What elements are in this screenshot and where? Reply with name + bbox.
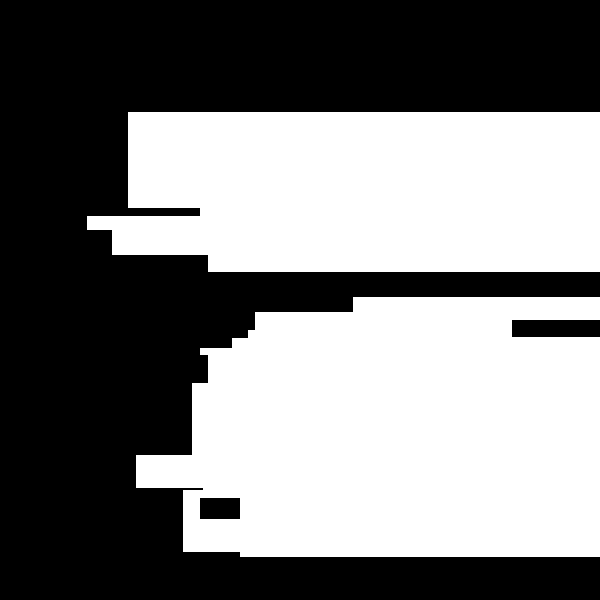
lower-region-black-hole [200,498,240,519]
lower-white-region [136,297,600,557]
upper-white-region [87,112,600,272]
